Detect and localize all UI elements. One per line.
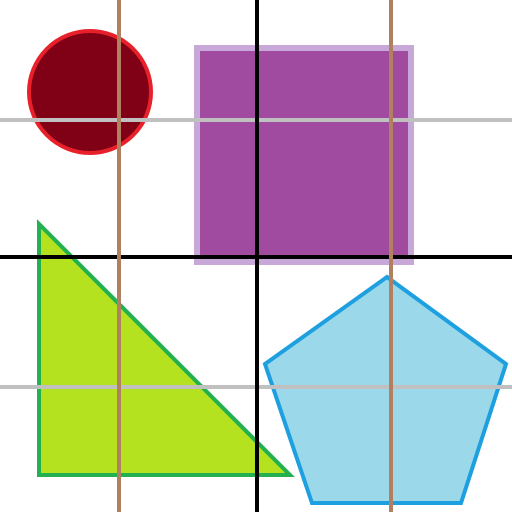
dark-red-circle [27, 29, 153, 155]
lime-triangle [37, 219, 295, 477]
purple-square [194, 45, 414, 265]
light-blue-pentagon [262, 274, 509, 505]
